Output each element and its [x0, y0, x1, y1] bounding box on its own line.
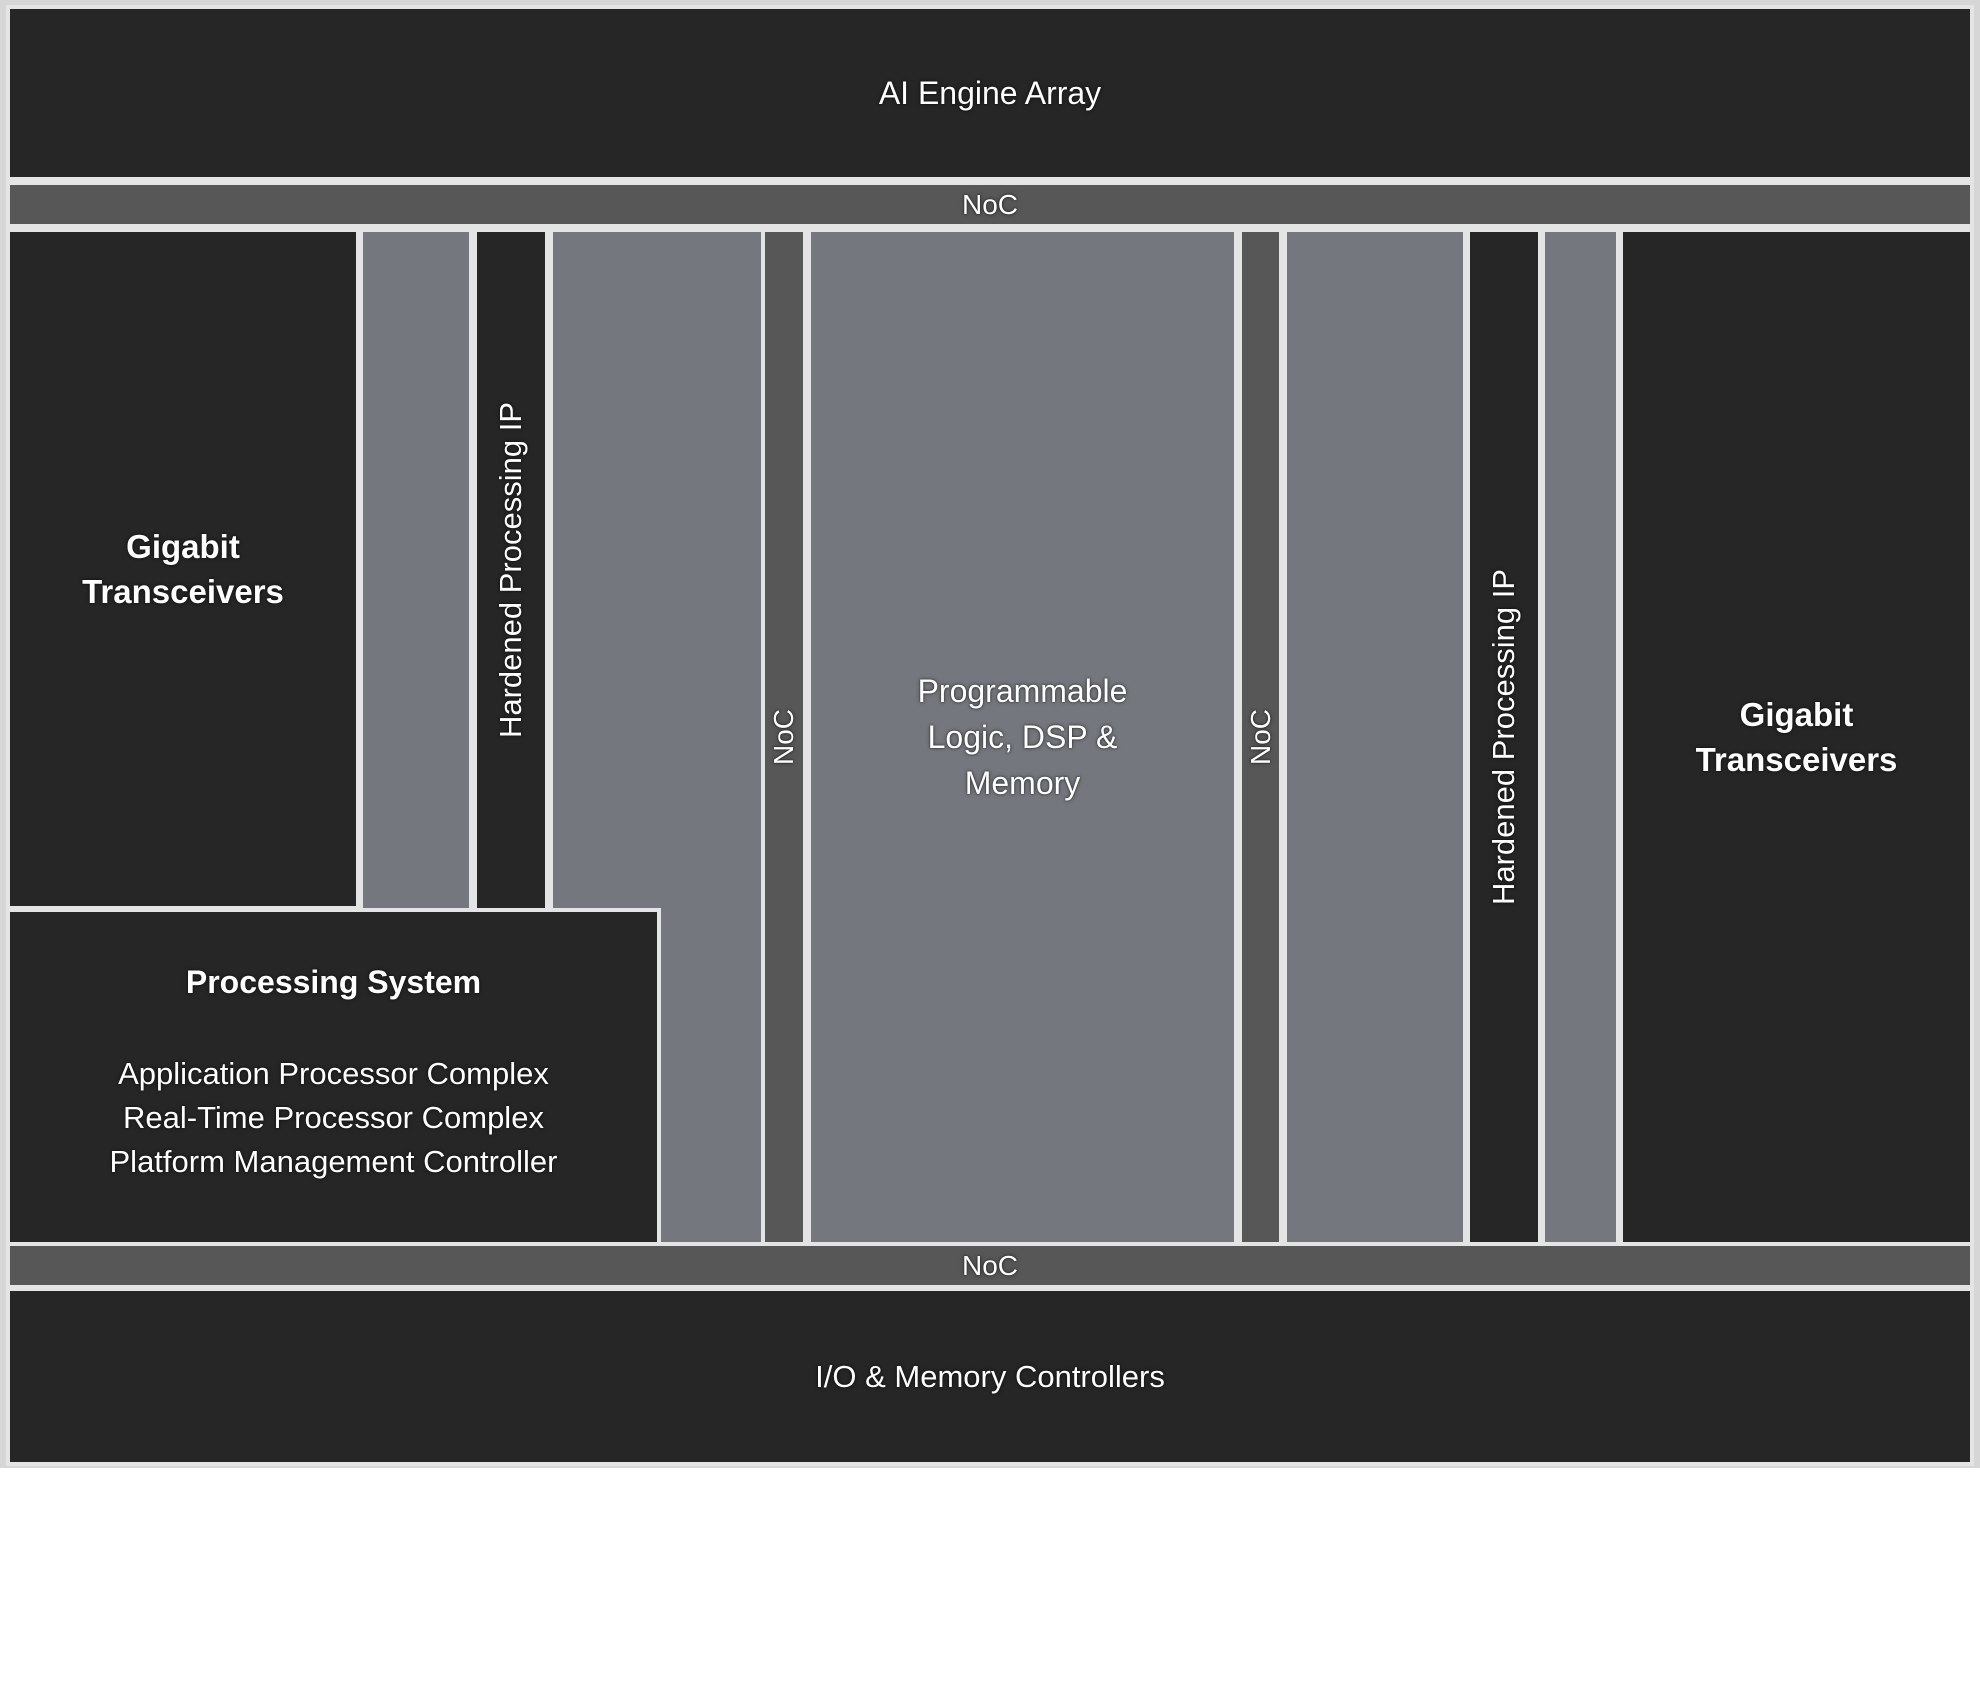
processing-system-item-3: Platform Management Controller — [109, 1144, 558, 1179]
noc-column-right: NoC — [1238, 228, 1283, 1246]
programmable-logic-line-1: Programmable — [917, 673, 1128, 709]
noc-column-left-text-wrap: NoC — [765, 232, 803, 1242]
programmable-logic-text: Programmable Logic, DSP & Memory — [918, 668, 1128, 806]
processing-system-items: Application Processor Complex Real-Time … — [110, 1052, 558, 1184]
hardened-processing-ip-right-text-wrap: Hardened Processing IP — [1470, 232, 1538, 1242]
fabric-column-4 — [1541, 228, 1620, 1246]
noc-column-left-label: NoC — [768, 708, 800, 766]
fabric-column-3 — [1283, 228, 1467, 1246]
ai-engine-array-block: AI Engine Array — [6, 5, 1974, 181]
soc-architecture-diagram: AI Engine Array NoC Hardened Processing … — [0, 0, 1980, 1468]
noc-top-label: NoC — [961, 188, 1018, 220]
programmable-logic-line-2: Logic, DSP & — [927, 719, 1118, 755]
hardened-processing-ip-left-label: Hardened Processing IP — [493, 401, 528, 739]
gigabit-transceivers-left-text: Gigabit Transceivers — [82, 524, 284, 614]
processing-system-title: Processing System — [185, 964, 482, 1000]
hardened-processing-ip-right-block: Hardened Processing IP — [1466, 228, 1542, 1246]
processing-system-item-1: Application Processor Complex — [118, 1056, 549, 1091]
programmable-logic-line-3: Memory — [964, 765, 1081, 801]
ai-engine-array-label: AI Engine Array — [878, 74, 1102, 111]
gigabit-left-line-1: Gigabit — [126, 528, 240, 565]
processing-system-block: Processing System Application Processor … — [6, 908, 661, 1246]
noc-column-right-label: NoC — [1244, 708, 1276, 766]
gigabit-transceivers-right-text: Gigabit Transceivers — [1696, 692, 1898, 782]
gigabit-transceivers-left-block: Gigabit Transceivers — [6, 228, 360, 910]
noc-column-left: NoC — [761, 228, 807, 1246]
gigabit-right-line-1: Gigabit — [1739, 696, 1854, 733]
noc-bottom-label: NoC — [961, 1249, 1018, 1281]
gigabit-left-line-2: Transceivers — [82, 573, 284, 610]
io-memory-controllers-block: I/O & Memory Controllers — [6, 1287, 1974, 1466]
noc-column-right-text-wrap: NoC — [1242, 232, 1279, 1242]
noc-top-bar: NoC — [6, 181, 1974, 228]
fabric-column-1 — [359, 228, 473, 912]
gigabit-transceivers-right-block: Gigabit Transceivers — [1619, 228, 1974, 1246]
noc-bottom-bar: NoC — [6, 1242, 1974, 1289]
hardened-processing-ip-right-label: Hardened Processing IP — [1486, 568, 1521, 906]
io-memory-controllers-label: I/O & Memory Controllers — [815, 1358, 1165, 1394]
gigabit-right-line-2: Transceivers — [1695, 741, 1898, 778]
processing-system-item-2: Real-Time Processor Complex — [123, 1100, 544, 1135]
programmable-logic-block: Programmable Logic, DSP & Memory — [807, 228, 1238, 1246]
hardened-processing-ip-left-text-wrap: Hardened Processing IP — [477, 232, 545, 908]
hardened-processing-ip-left-block: Hardened Processing IP — [473, 228, 549, 912]
